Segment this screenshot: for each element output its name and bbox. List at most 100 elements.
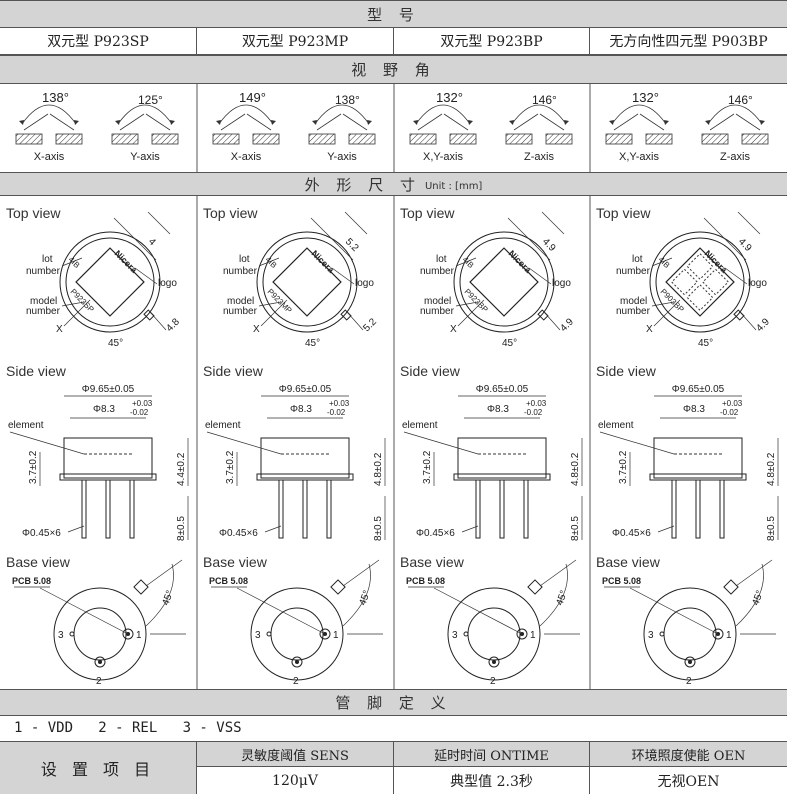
fov-arrow-l-0 — [609, 120, 614, 125]
fov-ray-r-1 — [735, 113, 761, 131]
lead-length: 8±0.5 — [766, 516, 777, 541]
model-number-mark: P923BP — [463, 287, 490, 314]
base-inner — [467, 607, 521, 661]
lead-length: 8±0.5 — [570, 516, 581, 541]
pcb-label: PCB 5.08 — [602, 576, 641, 586]
pin-leader — [264, 525, 282, 533]
top-dim-bottom: 4.8 — [164, 316, 182, 334]
fov-angle-2: 146° — [532, 93, 557, 107]
fov-sensor-b-1 — [545, 133, 573, 145]
pin-diameter: Φ0.45×6 — [416, 528, 455, 539]
base-angle-arc — [145, 563, 174, 627]
fov-angle-1: 138° — [42, 90, 69, 105]
fov-ray-r-0 — [49, 113, 75, 131]
element-label: element — [205, 420, 241, 431]
fov-axis-label-1: X-axis — [34, 151, 65, 163]
tol-up: +0.03 — [329, 399, 350, 408]
top-can-outer — [453, 231, 555, 333]
fov-sensor-b-1 — [741, 133, 769, 145]
pin-definition: 1 - VDD 2 - REL 3 - VSS — [0, 716, 787, 742]
model-number-mark: P923MP — [266, 287, 294, 315]
logo-label: logo — [748, 278, 767, 289]
settings-value-3: 无视OEN — [657, 773, 720, 790]
fov-arrow-l-0 — [413, 120, 418, 125]
logo-leader — [724, 267, 748, 285]
window-rect — [469, 247, 539, 317]
brand-mark: Nicera — [703, 248, 730, 275]
quad-element-3 — [671, 268, 698, 296]
lot-label: lot — [42, 254, 53, 265]
top-view-label: Top view — [400, 205, 455, 221]
side-h1: 3.7±0.2 — [225, 450, 236, 484]
pin3-hole — [266, 631, 272, 637]
side-h2: 4.8±0.2 — [570, 452, 581, 486]
pin3-label: 3 — [452, 630, 458, 641]
side-h2: 4.8±0.2 — [766, 452, 777, 486]
fov-sensor-a-1 — [505, 133, 533, 145]
side-dia-outer: Φ9.65±0.05 — [672, 384, 725, 395]
pin2-dot — [98, 660, 102, 664]
fov-arc-0 — [611, 104, 667, 125]
pin2-label: 2 — [686, 676, 692, 687]
model-label: model — [30, 296, 57, 307]
fov-arrow-r-1 — [170, 120, 175, 125]
logo-leader — [528, 267, 552, 285]
model-leader — [651, 301, 675, 307]
settings-value-2: 典型值 2.3秒 — [394, 767, 590, 794]
pin2-hole — [684, 656, 696, 668]
side-can — [63, 437, 153, 479]
x-axis-line — [63, 299, 91, 327]
tol-up: +0.03 — [132, 399, 153, 408]
pcb-dim-line — [236, 587, 326, 635]
fov-arc-1 — [707, 104, 763, 125]
base-angle-ref — [342, 559, 380, 587]
fov-ray-r-0 — [443, 113, 469, 131]
fov-axis-label-1: X-axis — [231, 151, 262, 163]
fov-sensor-b-0 — [55, 133, 83, 145]
fov-ray-l-1 — [119, 113, 145, 131]
pcb-dim-line — [39, 587, 129, 635]
fov-arc-0 — [415, 104, 471, 125]
fov-axis-label-1: X,Y-axis — [619, 151, 659, 163]
fov-arrow-l-0 — [216, 120, 221, 125]
base-tab — [330, 579, 346, 595]
fov-ray-r-0 — [639, 113, 665, 131]
element-label: element — [8, 420, 44, 431]
settings-col-header-1: 灵敏度阈值 SENS — [197, 742, 394, 767]
model-label: model — [227, 296, 254, 307]
top-dim-line-c — [149, 311, 167, 331]
top-can-outer — [256, 231, 358, 333]
pin3-label: 3 — [648, 630, 654, 641]
model-number-mark: P903BP — [659, 287, 686, 314]
top-window — [272, 247, 342, 317]
side-dia-outer: Φ9.65±0.05 — [476, 384, 529, 395]
tol-dn: -0.02 — [720, 408, 739, 417]
fov-axis-label-1: X,Y-axis — [423, 151, 463, 163]
pin-leader — [67, 525, 85, 533]
tol-dn: -0.02 — [327, 408, 346, 417]
pcb-label: PCB 5.08 — [12, 576, 51, 586]
side-can — [653, 437, 743, 479]
lot-label: lot — [632, 254, 643, 265]
fov-axis-label-2: Z-axis — [524, 151, 554, 163]
pcb-dim-line — [629, 587, 719, 635]
lead-1 — [475, 479, 481, 539]
pcb-label: PCB 5.08 — [406, 576, 445, 586]
logo-label: logo — [355, 278, 374, 289]
lead-1 — [81, 479, 87, 539]
base-tab — [527, 579, 543, 595]
lead-2 — [695, 479, 701, 539]
top-dim-line-a — [703, 217, 747, 261]
base-outer — [447, 587, 541, 681]
x-axis-mark: X — [450, 324, 457, 335]
top-dim-line-a — [310, 217, 354, 261]
pin1-label: 1 — [530, 630, 536, 641]
fov-sensor-a-0 — [605, 133, 633, 145]
fov-angle-2: 125° — [138, 93, 163, 107]
